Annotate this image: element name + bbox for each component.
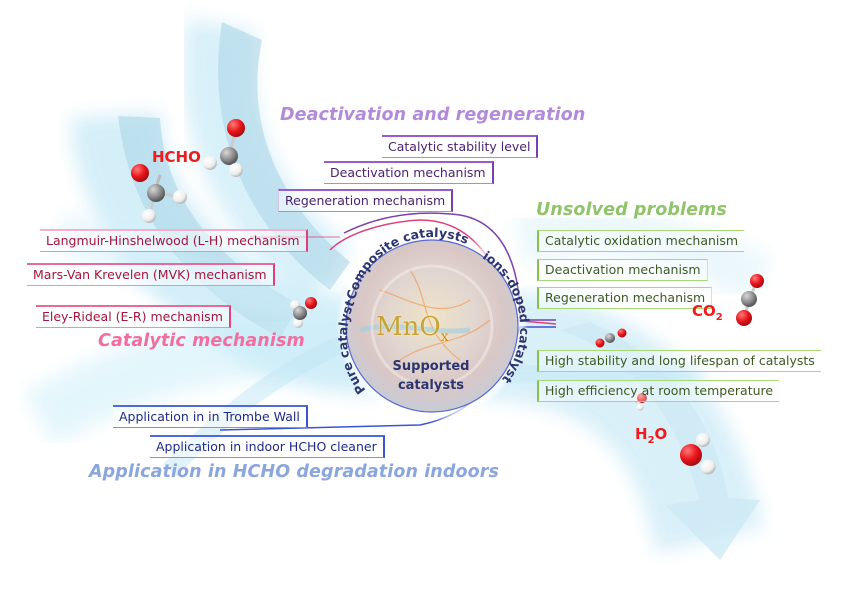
box-eley-rideal: Eley-Rideal (E-R) mechanism: [36, 305, 231, 328]
mnox-sub: x: [440, 329, 449, 346]
molecule-hcho-2: [203, 119, 245, 177]
molecule-hcho-3: [290, 297, 317, 328]
mnox-label: MnOx: [376, 312, 449, 345]
label-h2o-sub: 2: [647, 435, 655, 446]
molecule-co2-2: [595, 328, 627, 348]
label-co2-sub: 2: [715, 312, 723, 323]
box-indoor-hcho-cleaner: Application in indoor HCHO cleaner: [150, 435, 385, 458]
mnox-orb: [339, 233, 525, 419]
supported-catalysts-label: Supported catalysts: [386, 357, 476, 395]
heading-deactivation-regeneration: Deactivation and regeneration: [280, 105, 586, 125]
mnox-main: MnO: [376, 312, 441, 342]
label-h2o: H2O: [635, 425, 667, 446]
label-h2o-h: H: [635, 425, 648, 443]
box-trombe-wall: Application in in Trombe Wall: [113, 405, 308, 428]
box-catalytic-oxidation-mechanism: Catalytic oxidation mechanism: [537, 230, 745, 252]
box-regeneration-mechanism-top: Regeneration mechanism: [278, 189, 454, 212]
box-catalytic-stability-level: Catalytic stability level: [382, 135, 539, 158]
box-high-stability: High stability and long lifespan of cata…: [537, 350, 821, 372]
box-mars-van-krevelen: Mars-Van Krevelen (MVK) mechanism: [27, 263, 275, 286]
box-langmuir-hinshelwood: Langmuir-Hinshelwood (L-H) mechanism: [40, 229, 308, 252]
heading-catalytic-mechanism: Catalytic mechanism: [98, 331, 305, 351]
label-hcho: HCHO: [152, 148, 201, 166]
label-co2: CO2: [692, 302, 723, 323]
supported-line2: catalysts: [397, 378, 465, 393]
heading-unsolved-problems: Unsolved problems: [536, 200, 727, 220]
label-co2-main: CO: [692, 302, 716, 320]
label-h2o-o: O: [654, 425, 668, 443]
molecule-h2o-2: [680, 433, 716, 475]
box-regeneration-mechanism-right: Regeneration mechanism: [537, 287, 713, 309]
box-deactivation-mechanism-right: Deactivation mechanism: [537, 259, 708, 281]
box-high-efficiency: High efficiency at room temperature: [537, 380, 780, 402]
molecule-hcho-1: [131, 164, 187, 223]
supported-line1: Supported: [392, 359, 470, 374]
box-deactivation-mechanism-top: Deactivation mechanism: [324, 161, 494, 184]
molecule-h2o-1: [632, 393, 647, 411]
molecule-co2-1: [736, 274, 764, 326]
heading-application: Application in HCHO degradation indoors: [89, 462, 499, 482]
